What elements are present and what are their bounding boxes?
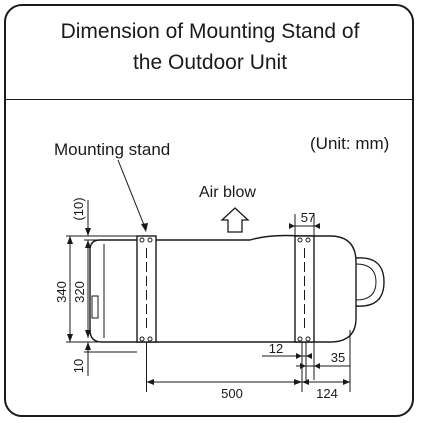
dim-label-124: 124 [316, 386, 338, 401]
title-line-2: the Outdoor Unit [132, 51, 288, 74]
callout-arrowhead [141, 223, 148, 232]
unit-side-port [91, 295, 99, 319]
dim-label-12: 12 [269, 341, 283, 356]
unit-body-outline [89, 234, 357, 343]
stand-right-hole-top-1 [297, 237, 303, 243]
arrow-top-offset [85, 228, 91, 236]
arrow-320-bottom [85, 330, 91, 338]
arrow-bottom-offset [85, 342, 91, 350]
arrow-340-top [67, 236, 73, 244]
air-blow-label: Air blow [199, 184, 256, 201]
arrow-12-right [306, 353, 312, 359]
fan-cover-inner [355, 263, 377, 301]
stand-right-hole-top-2 [305, 237, 311, 243]
arrow-57-right [314, 223, 320, 229]
arrow-124-right [343, 379, 350, 385]
dim-label-340: 340 [54, 281, 69, 303]
arrow-35-left [300, 363, 306, 369]
arrow-12-left [296, 353, 302, 359]
dim-label-top-offset: (10) [71, 197, 86, 220]
air-blow-arrow-icon [220, 207, 250, 233]
arrow-500-right [294, 379, 302, 385]
stand-left-hole-top-1 [139, 237, 145, 243]
dim-label-35: 35 [331, 350, 345, 365]
title-line-1: Dimension of Mounting Stand of [60, 20, 360, 43]
mounting-stand-label: Mounting stand [54, 140, 171, 159]
arrow-35-right [314, 363, 320, 369]
arrow-124-left [302, 379, 309, 385]
fan-cover-bulge [355, 257, 385, 307]
arrow-57-left [289, 223, 295, 229]
stand-left-hole-bottom-1 [139, 336, 145, 342]
arrow-320-top [85, 240, 91, 248]
unit-note: (Unit: mm) [310, 134, 390, 153]
mounting-stand-right [294, 235, 315, 343]
dim-label-57: 57 [301, 210, 315, 225]
callout-leader-line [117, 159, 147, 231]
page-title: Dimension of Mounting Stand of the Outdo… [10, 16, 410, 78]
arrow-500-left [146, 379, 154, 385]
stand-right-hole-bottom-1 [297, 336, 303, 342]
dim-label-500: 500 [221, 386, 243, 401]
stand-left-hole-bottom-2 [147, 336, 153, 342]
panel-frame [4, 4, 414, 417]
stand-left-hole-top-2 [147, 237, 153, 243]
dim-label-320: 320 [72, 281, 87, 303]
arrow-340-bottom [67, 334, 73, 342]
title-divider [4, 99, 414, 100]
stand-right-hole-bottom-2 [305, 336, 311, 342]
dim-label-bottom-offset: 10 [71, 359, 86, 373]
